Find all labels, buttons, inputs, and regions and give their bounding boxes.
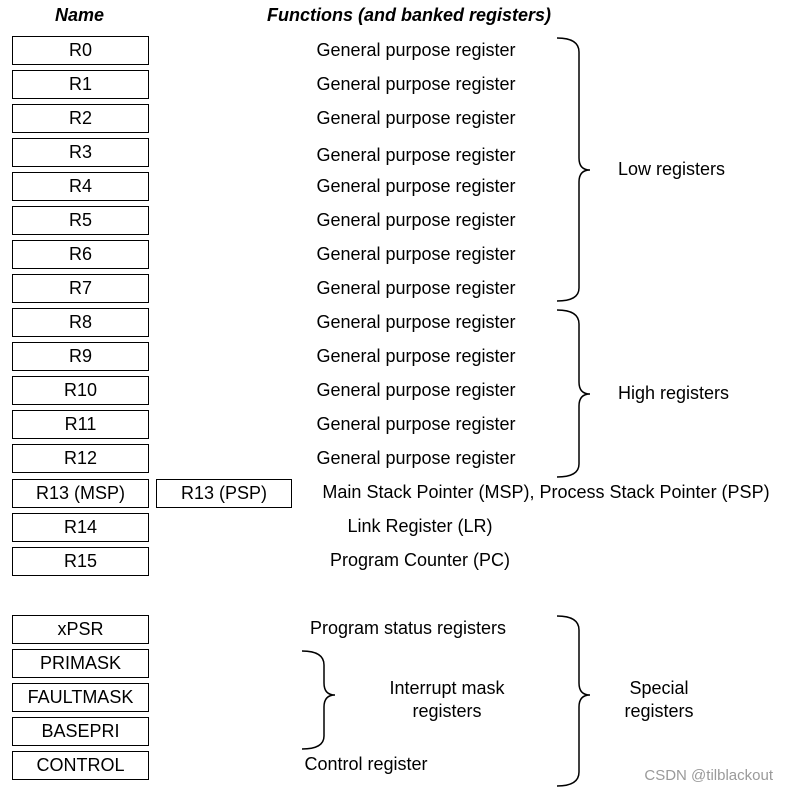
interrupt-mask-brace [301,650,336,750]
register-function-r12: General purpose register [316,448,516,468]
register-box-r11: R11 [12,410,149,439]
group-label-special: Special registers [624,677,693,723]
special-function-interrupt-mask: Interrupt mask registers [389,677,504,723]
register-function-r9: General purpose register [316,346,516,366]
register-box-primask: PRIMASK [12,649,149,678]
register-function-r14: Link Register (LR) [347,516,493,536]
register-function-r3: General purpose register [316,145,516,165]
register-box-r15: R15 [12,547,149,576]
register-function-r6: General purpose register [316,244,516,264]
register-function-r10: General purpose register [316,380,516,400]
register-function-r2: General purpose register [316,108,516,128]
register-box-r5: R5 [12,206,149,235]
register-function-r0: General purpose register [316,40,516,60]
register-function-r15: Program Counter (PC) [329,550,511,570]
register-box-basepri: BASEPRI [12,717,149,746]
register-box-r4: R4 [12,172,149,201]
name-column-header: Name [55,5,105,25]
register-function-r1: General purpose register [316,74,516,94]
low-registers-brace [556,37,591,302]
interrupt-mask-line2: registers [412,701,482,721]
register-box-r14: R14 [12,513,149,542]
special-registers-brace [556,615,591,787]
interrupt-mask-line1: Interrupt mask [389,678,505,698]
register-function-r13: Main Stack Pointer (MSP), Process Stack … [322,482,770,502]
watermark: CSDN @tilblackout [644,767,773,784]
special-label-line2: registers [624,701,694,721]
register-box-r1: R1 [12,70,149,99]
group-label-low: Low registers [618,159,726,179]
register-box-r9: R9 [12,342,149,371]
functions-column-header: Functions (and banked registers) [267,5,552,25]
register-box-xpsr: xPSR [12,615,149,644]
register-box-r3: R3 [12,138,149,167]
high-registers-brace [556,309,591,478]
register-function-r4: General purpose register [316,176,516,196]
register-box-r12: R12 [12,444,149,473]
special-function-status: Program status registers [309,618,507,638]
register-function-r7: General purpose register [316,278,516,298]
register-box-r10: R10 [12,376,149,405]
register-box-r8: R8 [12,308,149,337]
register-function-r11: General purpose register [316,414,516,434]
register-box-faultmask: FAULTMASK [12,683,149,712]
register-function-r8: General purpose register [316,312,516,332]
register-function-r5: General purpose register [316,210,516,230]
group-label-high: High registers [618,383,730,403]
register-box-r13-psp: R13 (PSP) [156,479,292,508]
special-label-line1: Special [629,678,689,698]
register-box-r13-msp: R13 (MSP) [12,479,149,508]
register-box-control: CONTROL [12,751,149,780]
register-box-r2: R2 [12,104,149,133]
register-box-r0: R0 [12,36,149,65]
special-function-control: Control register [304,754,428,774]
register-box-r6: R6 [12,240,149,269]
register-box-r7: R7 [12,274,149,303]
